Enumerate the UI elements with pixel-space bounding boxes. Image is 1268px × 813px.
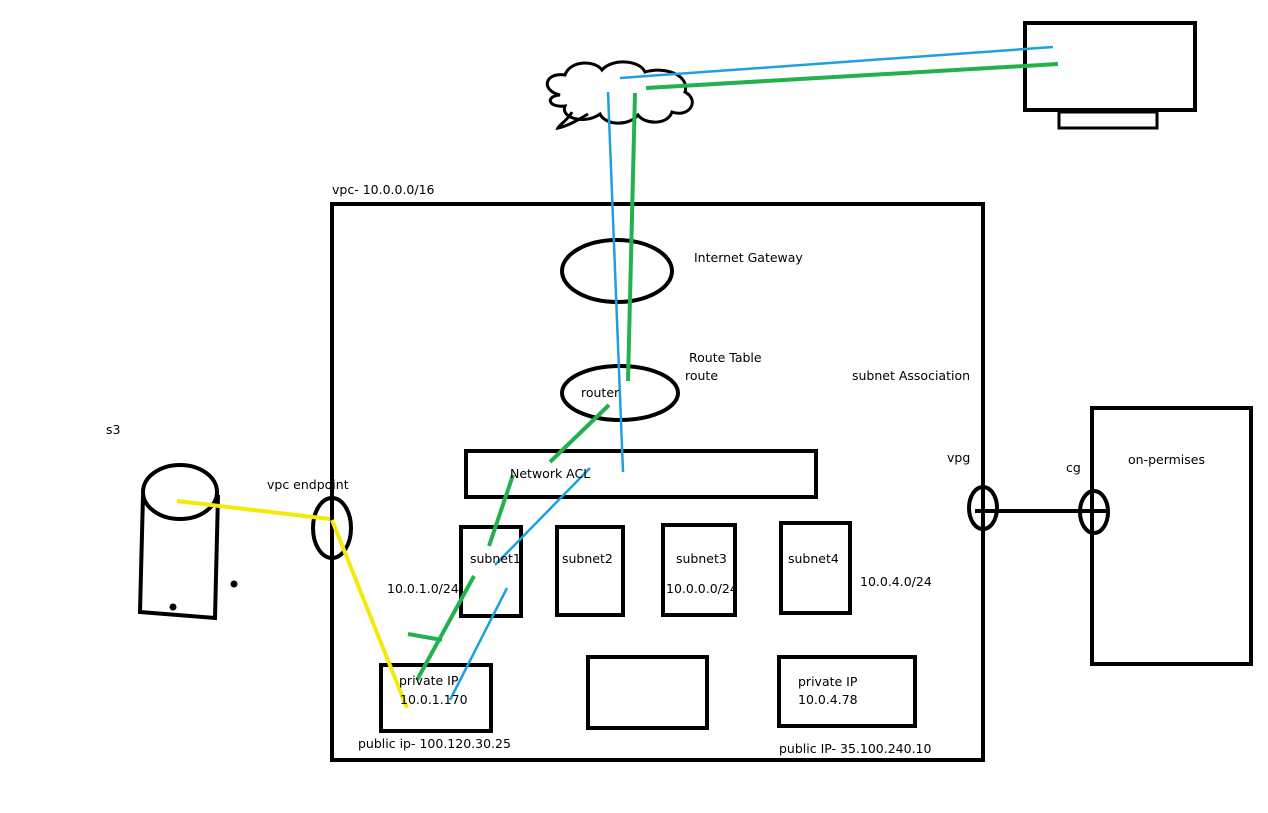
route-label: route xyxy=(685,368,719,383)
subnet4-cidr-label: 10.0.4.0/24 xyxy=(860,574,932,589)
subnet3-cidr-label: 10.0.0.0/24 xyxy=(666,581,738,596)
yellow-s3-path xyxy=(176,499,409,709)
subnet3-label: subnet3 xyxy=(676,551,727,566)
vpc-box xyxy=(330,202,985,762)
s3-label: s3 xyxy=(106,422,121,437)
client-monitor xyxy=(1023,21,1197,112)
s3-bucket-icon xyxy=(137,463,238,621)
instance3-public-ip: public IP- 35.100.240.10 xyxy=(779,741,932,756)
blue-traffic-path xyxy=(448,45,1054,701)
subnet2-label: subnet2 xyxy=(562,551,613,566)
subnet1-box xyxy=(459,525,523,618)
instance3-box xyxy=(777,655,917,728)
router-label: router xyxy=(581,385,620,400)
network-acl-label: Network ACL xyxy=(510,466,591,481)
subnet-association-label: subnet Association xyxy=(852,368,971,383)
instance1-box xyxy=(379,663,493,733)
route-table-label: Route Table xyxy=(689,350,762,365)
internet-cloud xyxy=(546,60,694,131)
subnet1-cidr-label: 10.0.1.0/24 xyxy=(387,581,459,596)
vpg-label: vpg xyxy=(947,450,971,465)
client-monitor-stand xyxy=(1057,110,1159,130)
vpc-label: vpc- 10.0.0.0/16 xyxy=(332,182,435,197)
instance1-public-ip: public ip- 100.120.30.25 xyxy=(358,736,511,751)
vpg-icon xyxy=(967,485,999,531)
instance1-private-ip: 10.0.1.170 xyxy=(400,692,468,707)
subnet3-box xyxy=(661,523,737,617)
on-premises-label: on-permises xyxy=(1128,452,1205,467)
subnet1-label: subnet1 xyxy=(470,551,521,566)
instance1-private-ip-label: private IP xyxy=(399,673,459,688)
vpc-endpoint-icon xyxy=(311,496,353,560)
instance3-private-ip-label: private IP xyxy=(798,674,858,689)
network-acl-box xyxy=(464,449,818,499)
vpc-endpoint-label: vpc endpoint xyxy=(267,477,349,492)
subnet4-box xyxy=(779,521,852,615)
cg-label: cg xyxy=(1066,460,1081,475)
subnet4-label: subnet4 xyxy=(788,551,839,566)
instance2-box xyxy=(586,655,709,730)
instance3-private-ip: 10.0.4.78 xyxy=(798,692,858,707)
on-premises-box xyxy=(1090,406,1253,666)
internet-gateway-label: Internet Gateway xyxy=(694,250,803,265)
green-traffic-path xyxy=(407,62,1059,681)
subnet2-box xyxy=(555,525,625,617)
